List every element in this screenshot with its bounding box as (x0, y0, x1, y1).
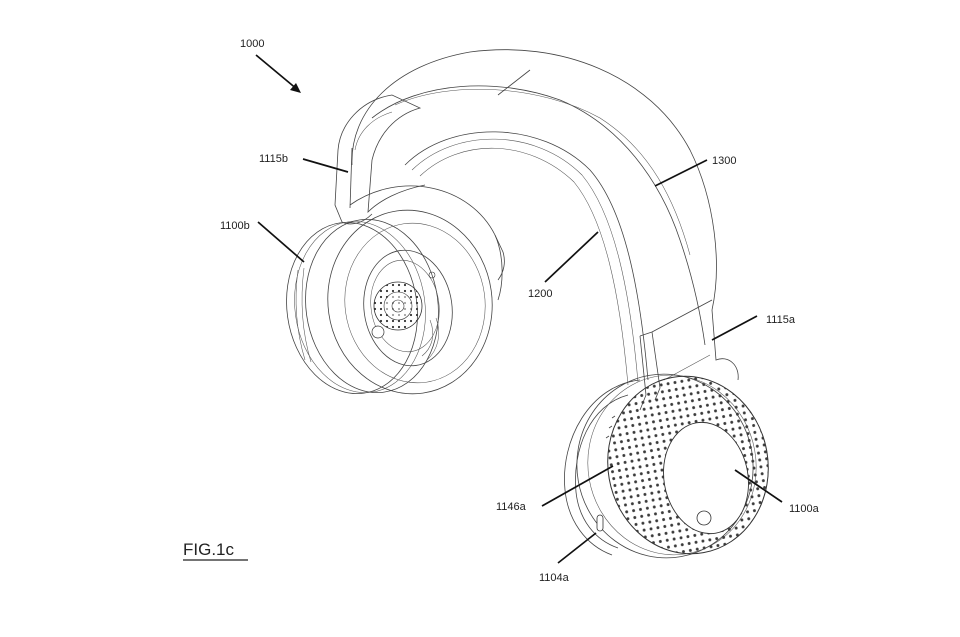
figure-title: FIG.1c (183, 540, 235, 559)
left-earcup (286, 185, 505, 395)
label-1100b: 1100b (220, 220, 250, 232)
label-1115b: 1115b (259, 153, 288, 165)
label-1300: 1300 (712, 155, 736, 167)
label-1104a: 1104a (539, 572, 570, 584)
label-1146a: 1146a (496, 501, 527, 513)
right-earcup (564, 373, 769, 559)
label-1000: 1000 (240, 38, 264, 50)
label-1115a: 1115a (766, 314, 796, 326)
label-1200: 1200 (528, 288, 552, 300)
headband (351, 49, 717, 386)
leader-lines (255, 54, 783, 564)
label-1100a: 1100a (789, 503, 820, 515)
